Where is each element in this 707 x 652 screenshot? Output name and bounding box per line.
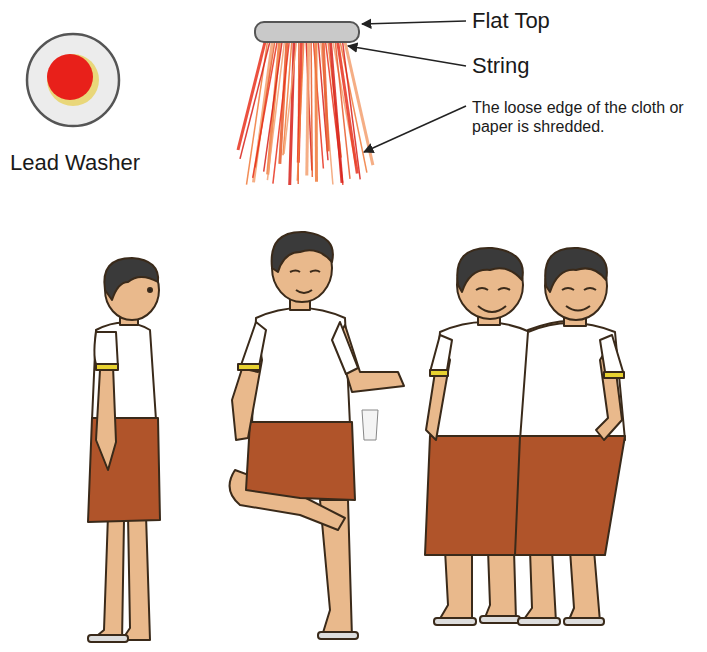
boys xyxy=(88,232,625,642)
part-label: String xyxy=(472,53,672,79)
leader-lines xyxy=(348,21,466,152)
shred-strand xyxy=(318,42,328,160)
shred-strand xyxy=(297,42,304,181)
shred-strand xyxy=(340,42,367,173)
shred-strand xyxy=(284,42,297,154)
bottle xyxy=(362,410,378,440)
boy xyxy=(230,232,404,639)
boy xyxy=(515,248,625,625)
boy xyxy=(88,258,160,642)
shredded-cloth xyxy=(238,42,373,185)
flat-top xyxy=(255,22,359,42)
shred-strand xyxy=(311,42,312,177)
lead-washer xyxy=(27,34,119,126)
shred-strand xyxy=(345,42,373,165)
part-label: Lead Washer xyxy=(10,150,170,176)
shred-strand xyxy=(268,42,280,175)
note-label: The loose edge of the cloth or paper is … xyxy=(472,98,687,136)
shred-strand xyxy=(307,42,309,176)
part-label: Flat Top xyxy=(472,8,672,34)
shred-strand xyxy=(314,42,318,182)
shred-strand xyxy=(343,42,361,179)
